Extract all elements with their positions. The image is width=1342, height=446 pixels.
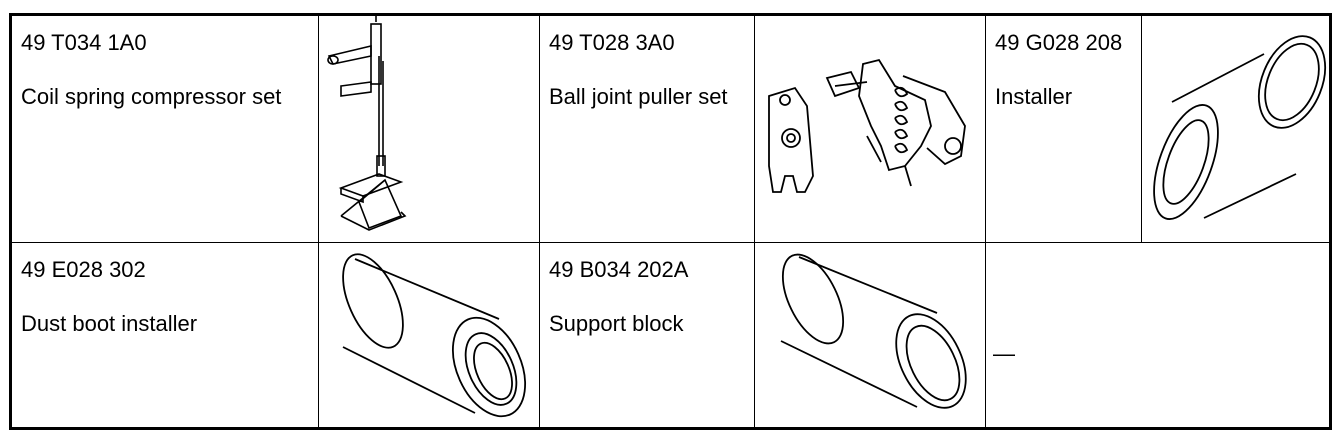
- part-number: 49 E028 302: [21, 257, 146, 282]
- tool-table: 49 T034 1A0 Coil spring compressor set: [9, 13, 1332, 430]
- coil-spring-compressor-drawing: [327, 16, 407, 231]
- table-cell: [755, 16, 985, 242]
- table-cell: [755, 243, 985, 427]
- column-divider: [754, 16, 755, 427]
- part-number: 49 T034 1A0: [21, 30, 147, 55]
- tool-name: Coil spring compressor set: [21, 84, 282, 109]
- table-cell: 49 E028 302 Dust boot installer: [12, 243, 318, 427]
- table-cell: [319, 243, 539, 427]
- part-number: 49 T028 3A0: [549, 30, 675, 55]
- column-divider: [985, 16, 986, 427]
- support-block-sleeve-drawing: [780, 253, 967, 409]
- installer-flanged-sleeve-drawing: [1153, 35, 1327, 220]
- ball-joint-puller-drawing: [768, 58, 966, 193]
- empty-placeholder: —: [993, 341, 1015, 366]
- tool-name: Support block: [549, 311, 684, 336]
- part-number: 49 G028 208: [995, 30, 1123, 55]
- column-divider: [318, 16, 319, 427]
- table-cell: 49 T034 1A0 Coil spring compressor set: [12, 16, 318, 242]
- table-cell: [1142, 16, 1329, 242]
- table-cell: 49 G028 208 Installer: [986, 16, 1141, 242]
- dust-boot-installer-sleeve-drawing: [342, 253, 526, 418]
- tool-name: Dust boot installer: [21, 311, 198, 336]
- row-divider: [12, 242, 1329, 243]
- table-cell: —: [986, 243, 1329, 427]
- table-cell: 49 B034 202A Support block: [540, 243, 754, 427]
- column-divider: [1141, 16, 1142, 242]
- table-cell: [319, 16, 539, 242]
- tool-name: Installer: [995, 84, 1073, 109]
- column-divider: [539, 16, 540, 427]
- table-cell: 49 T028 3A0 Ball joint puller set: [540, 16, 754, 242]
- part-number: 49 B034 202A: [549, 257, 689, 282]
- tool-name: Ball joint puller set: [549, 84, 728, 109]
